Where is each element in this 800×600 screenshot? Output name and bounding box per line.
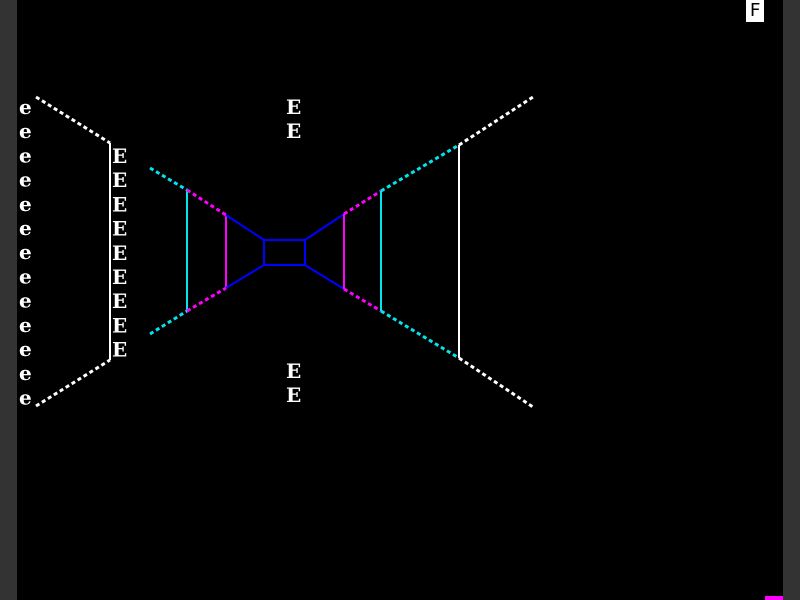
left-column-glyph: e [19, 289, 32, 313]
near-wall-glyph: E [112, 338, 127, 362]
left-farthest-bottom-edge [225, 264, 265, 289]
near-wall-glyph: E [112, 241, 127, 265]
near-wall-glyph: E [112, 192, 127, 216]
center-bottom-glyph: E [286, 359, 301, 383]
left-mid-top-edge [149, 166, 188, 192]
left-column-glyph: e [19, 216, 32, 240]
corner-marker [765, 596, 783, 600]
left-near-wall-bottom-edge [35, 358, 111, 408]
screen-border-right [783, 0, 800, 600]
right-farthest-top-edge [304, 213, 345, 241]
right-mid-bottom-edge [380, 309, 460, 360]
left-column-glyph: e [19, 240, 32, 264]
center-top-glyph: E [286, 95, 301, 119]
left-column-glyph: e [19, 313, 32, 337]
left-column-glyph: e [19, 168, 32, 192]
right-farthest-bottom-edge [304, 264, 345, 290]
near-wall-glyph: E [112, 265, 127, 289]
left-column-glyph: e [19, 119, 32, 143]
left-mid-bottom-edge [149, 309, 188, 336]
left-near-wall-top-edge [35, 95, 111, 145]
near-wall-glyph: E [112, 144, 127, 168]
right-near-bottom-edge [458, 356, 534, 409]
corridor-walls [35, 95, 534, 409]
left-column-glyph: e [19, 361, 32, 385]
center-top-glyph: E [286, 119, 301, 143]
screen-border-left [0, 0, 17, 600]
near-wall-glyph: E [112, 289, 127, 313]
left-farthest-top-edge [225, 214, 265, 241]
near-wall-glyph: E [112, 217, 127, 241]
left-column-glyph: e [19, 385, 32, 409]
near-wall-glyph: E [112, 168, 127, 192]
left-far-top-edge [186, 188, 227, 217]
compass-indicator: F [746, 0, 764, 22]
right-far-bottom-edge [343, 287, 382, 313]
left-column-glyph: e [19, 95, 32, 119]
near-wall-glyph: E [112, 313, 127, 337]
left-column-glyph: e [19, 143, 32, 167]
left-column-glyph: e [19, 192, 32, 216]
left-column-glyph: e [19, 264, 32, 288]
right-far-top-edge [343, 189, 382, 216]
right-mid-top-edge [380, 143, 460, 193]
left-column-glyph: e [19, 337, 32, 361]
left-far-bottom-edge [186, 286, 227, 313]
center-bottom-glyph: E [286, 383, 301, 407]
right-near-top-edge [458, 95, 534, 147]
